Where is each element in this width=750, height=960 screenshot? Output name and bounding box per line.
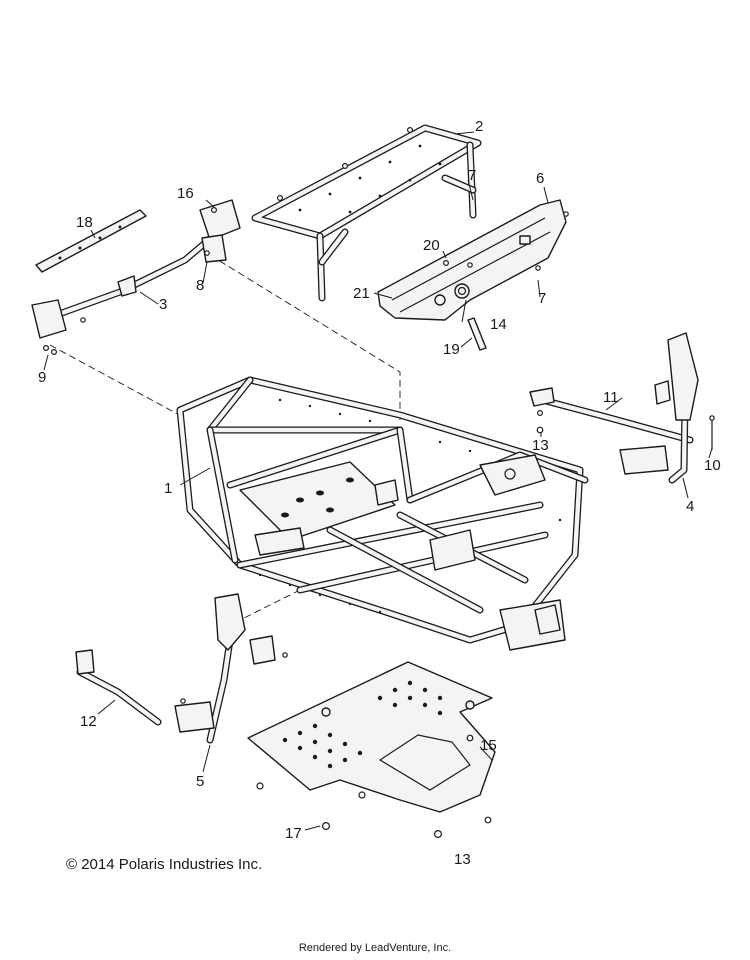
callout-8: 8 (196, 277, 204, 294)
callout-13-lower: 13 (454, 851, 471, 868)
callout-4: 4 (686, 498, 694, 515)
leader-lines (43, 131, 713, 831)
rendered-by-credit: Rendered by LeadVenture, Inc. (298, 942, 452, 954)
callout-21: 21 (353, 285, 370, 302)
callout-20: 20 (423, 237, 440, 254)
callout-labels: 1 2 3 4 5 6 7 7 8 9 10 11 12 13 13 14 15… (38, 118, 721, 868)
loose-hardware (256, 426, 544, 838)
rear-panel-part (377, 199, 569, 351)
callout-16: 16 (177, 185, 194, 202)
callout-5: 5 (196, 773, 204, 790)
callout-19: 19 (443, 341, 460, 358)
callout-3: 3 (159, 296, 167, 313)
callout-17: 17 (285, 825, 302, 842)
rear-bumper-part (31, 199, 241, 356)
callout-7-panel: 7 (538, 290, 546, 307)
copyright-notice: © 2014 Polaris Industries Inc. (66, 856, 263, 873)
callout-13-upper: 13 (532, 437, 549, 454)
cargo-rack-part (251, 124, 482, 302)
side-bumper-assembly-part (75, 593, 288, 744)
callout-18: 18 (76, 214, 93, 231)
callout-2: 2 (475, 118, 483, 135)
callout-14: 14 (490, 316, 507, 333)
callout-11: 11 (603, 389, 619, 406)
skid-plate-part (247, 661, 496, 813)
callout-7-rack: 7 (468, 167, 476, 184)
callout-1: 1 (164, 480, 172, 497)
callout-12: 12 (80, 713, 97, 730)
callout-15: 15 (480, 737, 497, 754)
callout-6: 6 (536, 170, 544, 187)
main-frame-part (176, 376, 589, 651)
front-bumper-assembly-part (529, 332, 715, 484)
callout-10: 10 (704, 457, 721, 474)
alignment-lines (49, 254, 401, 626)
callout-9: 9 (38, 369, 46, 386)
